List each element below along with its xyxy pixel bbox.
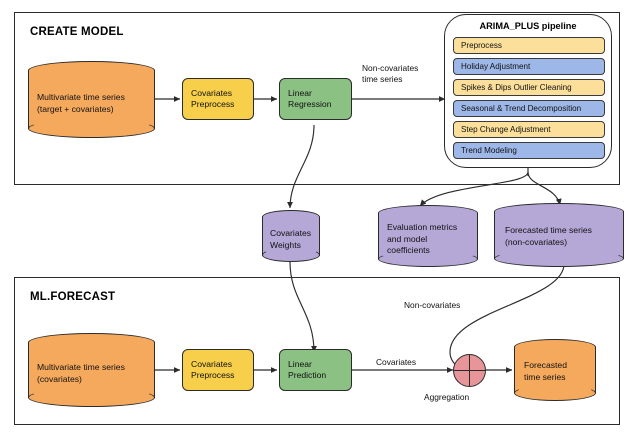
cylinder-label: Multivariate time series (covariates) [37, 362, 125, 384]
cylinder-bottom [28, 119, 155, 138]
cylinder-evaluation-metrics: Evaluation metrics and model coefficient… [378, 205, 478, 267]
cylinder-bottom [262, 248, 320, 262]
cylinder-bottom [494, 250, 624, 267]
box-covariates-preprocess-forecast[interactable]: Covariates Preprocess [182, 349, 254, 391]
cylinder-multivariate-target-covariates: Multivariate time series (target + covar… [28, 61, 155, 138]
pipeline-arima-plus: ARIMA_PLUS pipeline Preprocess Holiday A… [444, 14, 612, 168]
edge-pipeline-to-forecast [527, 171, 562, 206]
frame-ml-forecast-title: ML.FORECAST [30, 291, 116, 303]
pipeline-step-step-change-adjustment[interactable]: Step Change Adjustment [453, 121, 605, 138]
aggregation-crosshair-horizontal [454, 370, 485, 371]
cylinder-covariates-weights: Covariates Weights [262, 210, 320, 262]
cylinder-multivariate-covariates: Multivariate time series (covariates) [28, 333, 155, 407]
box-linear-prediction[interactable]: Linear Prediction [279, 349, 352, 391]
label-aggregation: Aggregation [424, 392, 470, 402]
cylinder-label: Covariates Weights [270, 228, 312, 250]
cylinder-label: Evaluation metrics and model coefficient… [387, 222, 458, 255]
pipeline-step-trend-modeling[interactable]: Trend Modeling [453, 142, 605, 159]
cylinder-bottom [514, 385, 596, 401]
pipeline-step-preprocess[interactable]: Preprocess [453, 37, 605, 54]
edge-pipeline-to-eval [419, 171, 529, 207]
pipeline-step-seasonal-trend-decomposition[interactable]: Seasonal & Trend Decomposition [453, 100, 605, 117]
cylinder-forecasted-non-covariates: Forecasted time series (non-covariates) [494, 203, 624, 267]
label-covariates: Covariates [376, 357, 417, 367]
cylinder-label: Multivariate time series (target + covar… [37, 92, 125, 114]
cylinder-label: Forecasted time series (non-covariates) [505, 225, 592, 247]
cylinder-bottom [378, 251, 478, 267]
frame-ml-forecast [14, 277, 620, 425]
edge-weights-to-prediction [289, 261, 317, 353]
pipeline-step-holiday-adjustment[interactable]: Holiday Adjustment [453, 58, 605, 75]
label-non-covariates-time-series: Non-covariates time series [362, 63, 419, 84]
pipeline-title: ARIMA_PLUS pipeline [479, 21, 577, 31]
box-covariates-preprocess-create[interactable]: Covariates Preprocess [182, 78, 254, 120]
cylinder-forecasted-time-series: Forecasted time series [514, 339, 596, 401]
box-linear-regression[interactable]: Linear Regression [279, 78, 352, 120]
cylinder-bottom [28, 388, 155, 407]
aggregation-node[interactable] [453, 354, 486, 387]
frame-create-model [14, 12, 620, 185]
frame-create-model-title: CREATE MODEL [30, 26, 124, 38]
pipeline-step-spikes-dips-outlier-cleaning[interactable]: Spikes & Dips Outlier Cleaning [453, 79, 605, 96]
cylinder-label: Forecasted time series [524, 360, 567, 382]
edge-regression-to-weights [287, 124, 315, 209]
label-non-covariates: Non-covariates [404, 300, 461, 310]
